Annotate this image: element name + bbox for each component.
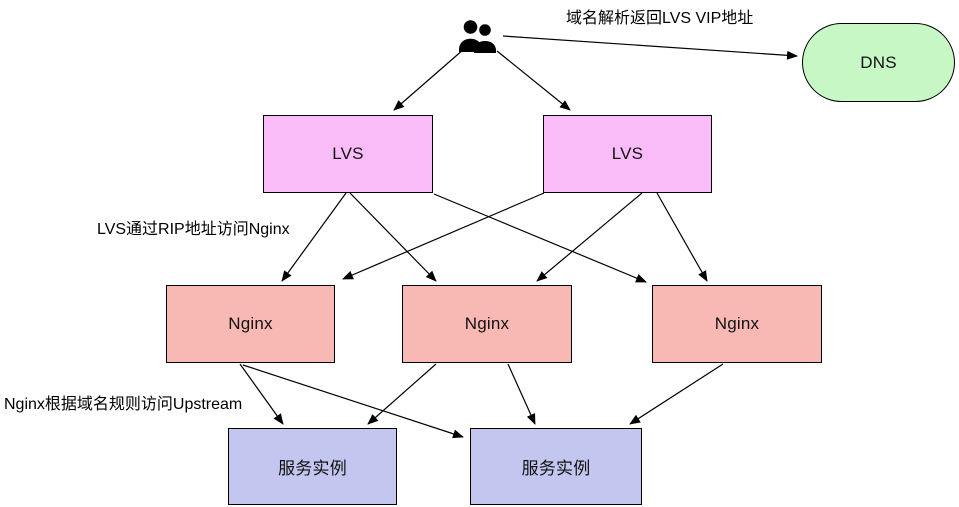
- edge-nginx2-to-service2: [507, 363, 536, 425]
- annotation-nginx-upstream-rule: Nginx根据域名规则访问Upstream: [4, 396, 243, 413]
- node-dns-label: DNS: [860, 52, 897, 72]
- edge-users-to-dns: [502, 35, 798, 60]
- node-nginx-1[interactable]: Nginx: [166, 285, 335, 363]
- users-icon: [459, 20, 496, 53]
- edge-nginx1-to-service1: [239, 363, 284, 425]
- edge-lvs1-to-nginx3: [433, 193, 647, 283]
- node-nginx-2-label: Nginx: [464, 314, 510, 333]
- node-nginx-1-label: Nginx: [228, 314, 273, 333]
- edge-lvs1-to-nginx2: [349, 192, 437, 282]
- node-nginx-3[interactable]: Nginx: [652, 285, 822, 363]
- edge-nginx1-to-service2: [242, 364, 464, 439]
- node-lvs-1[interactable]: LVS: [263, 115, 433, 193]
- edge-lvs1-to-nginx1: [281, 192, 347, 282]
- node-lvs-2-label: LVS: [611, 144, 644, 163]
- node-dns[interactable]: DNS: [802, 23, 955, 102]
- edge-lvs2-to-nginx2: [536, 192, 643, 282]
- node-lvs-2[interactable]: LVS: [543, 115, 712, 193]
- edge-lvs2-to-nginx1: [342, 192, 545, 280]
- node-service-instance-2[interactable]: 服务实例: [470, 428, 642, 505]
- node-service-instance-1[interactable]: 服务实例: [228, 428, 397, 505]
- edge-users-to-lvs1: [393, 48, 465, 111]
- node-service-instance-1-label: 服务实例: [278, 459, 347, 478]
- node-nginx-3-label: Nginx: [714, 314, 760, 333]
- node-lvs-1-label: LVS: [332, 144, 364, 163]
- edge-nginx3-to-service2: [629, 363, 724, 425]
- annotation-lvs-rip-access: LVS通过RIP地址访问Nginx: [97, 221, 290, 238]
- edge-nginx2-to-service1: [367, 363, 437, 425]
- node-nginx-2[interactable]: Nginx: [402, 285, 572, 363]
- node-service-instance-2-label: 服务实例: [521, 459, 591, 478]
- annotation-dns-resolution: 域名解析返回LVS VIP地址: [566, 10, 754, 27]
- edge-users-to-lvs2: [496, 50, 571, 111]
- users-node[interactable]: [458, 20, 498, 53]
- edge-lvs2-to-nginx3: [656, 192, 708, 282]
